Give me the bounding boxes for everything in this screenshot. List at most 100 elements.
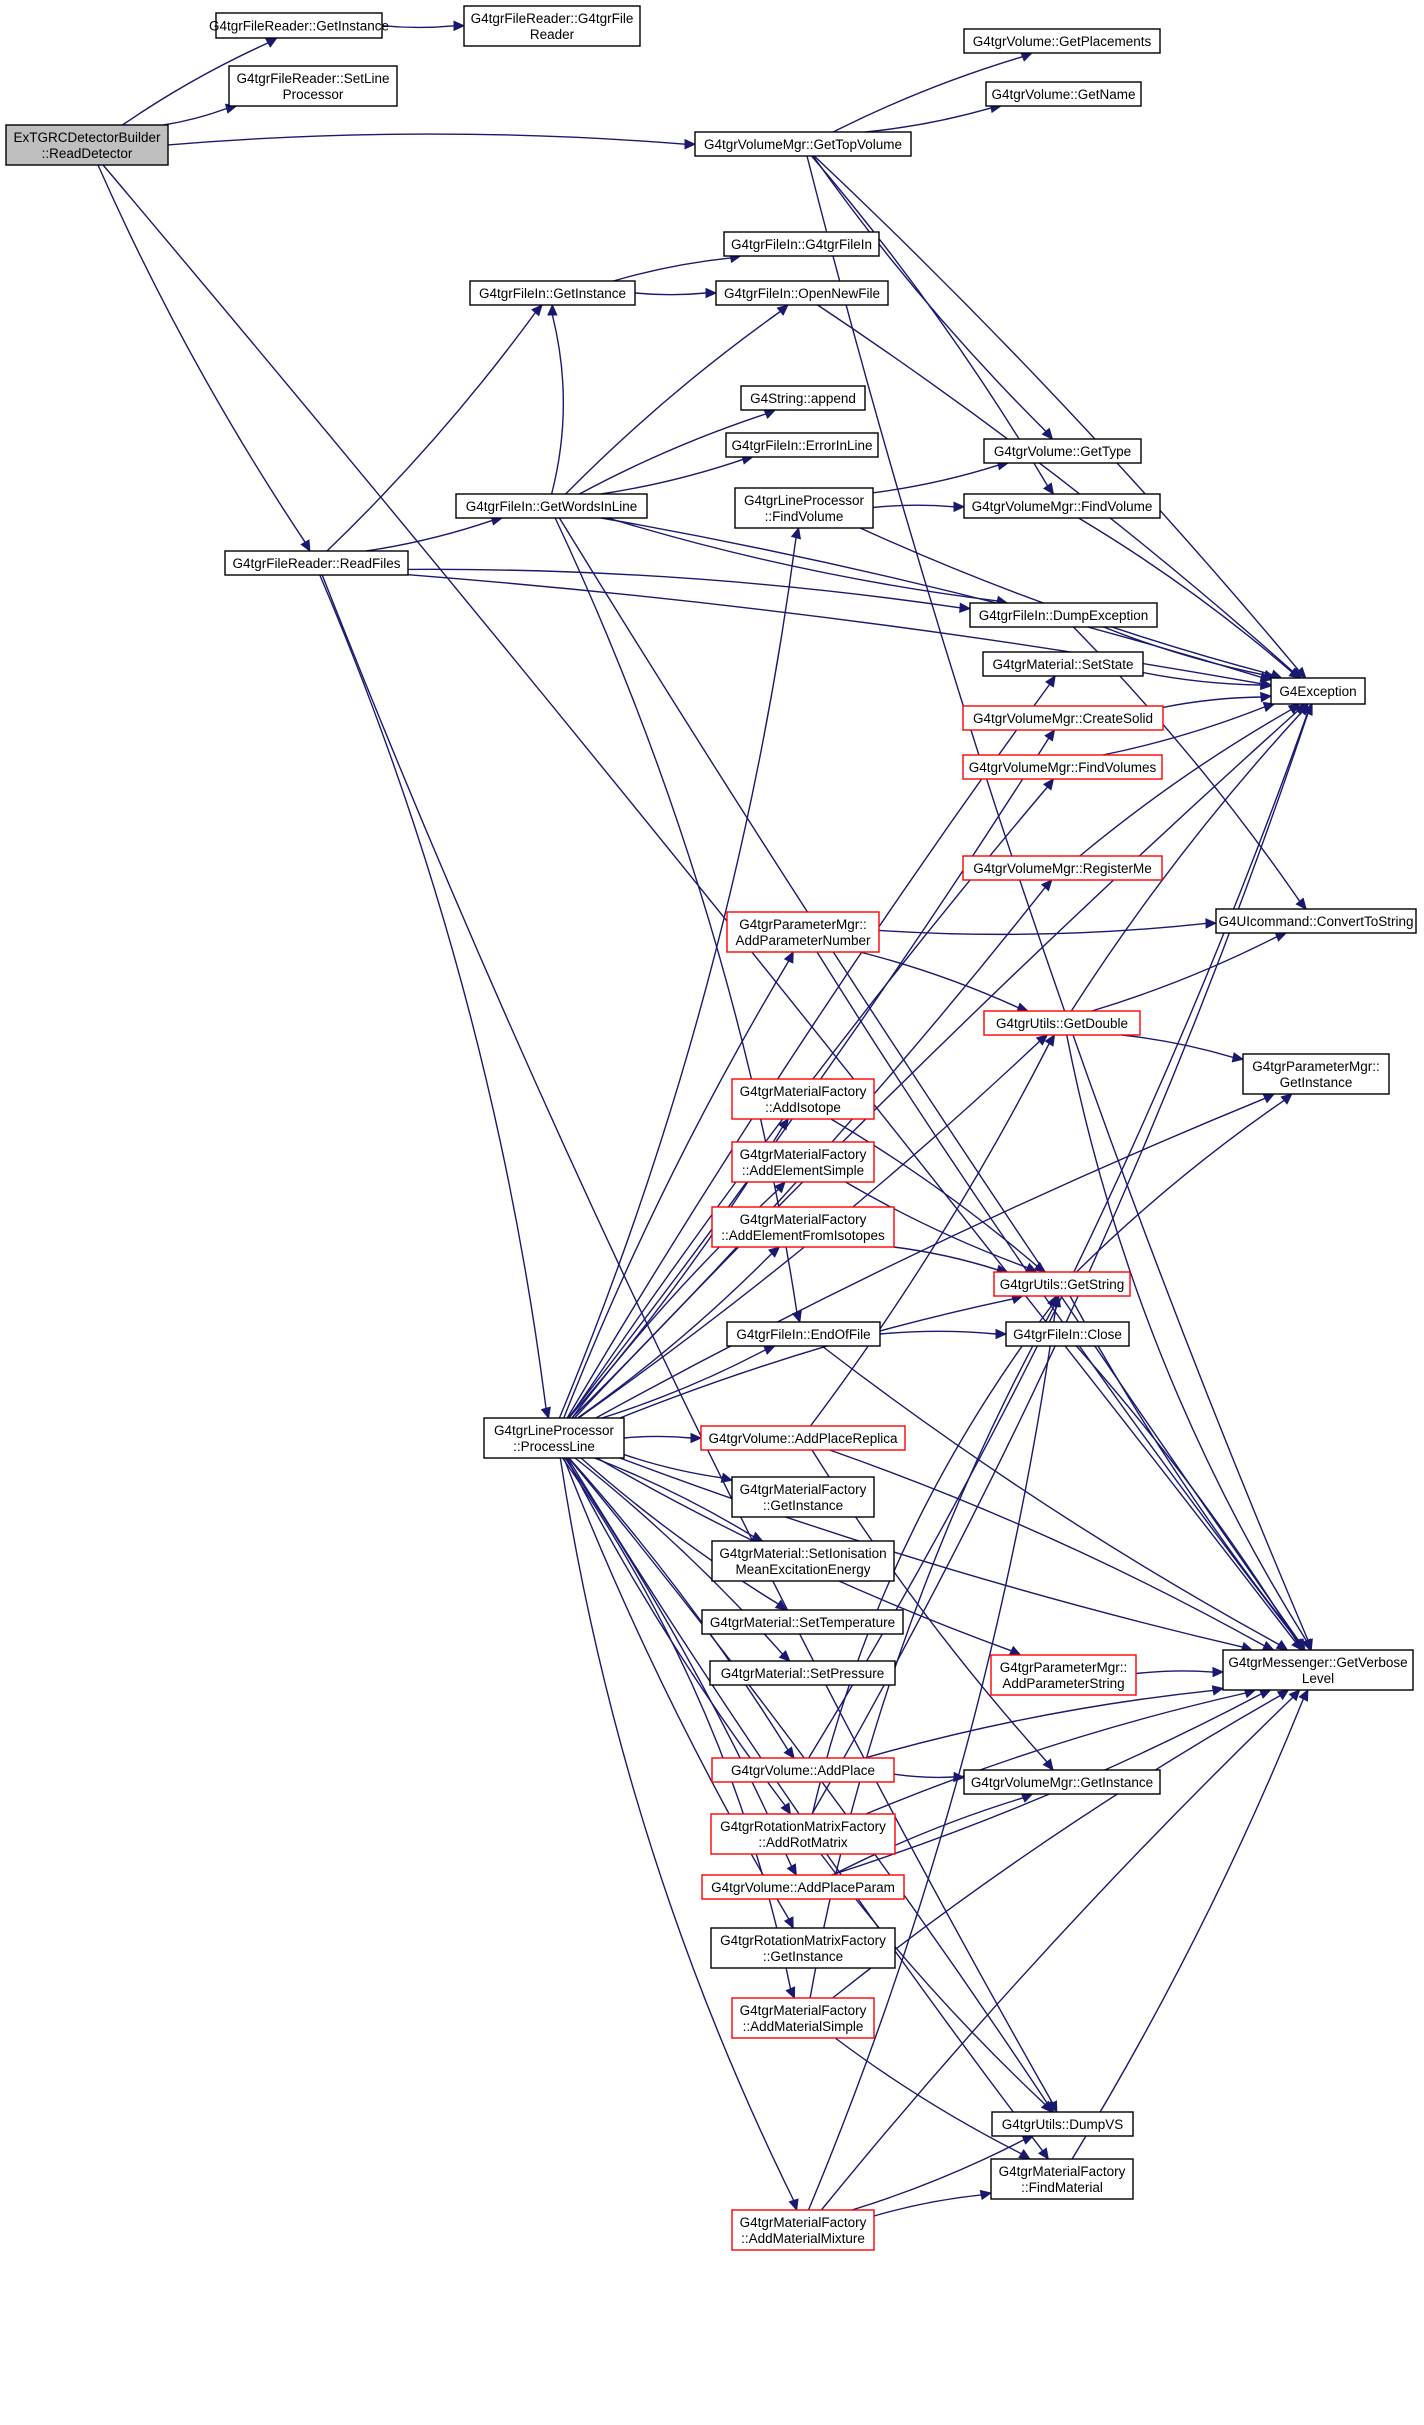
node-vm_gettop[interactable]: G4tgrVolumeMgr::GetTopVolume — [694, 131, 912, 157]
node-mat_setstate[interactable]: G4tgrMaterial::SetState — [982, 651, 1144, 677]
node-box[interactable] — [711, 1540, 895, 1582]
node-box[interactable] — [715, 280, 889, 306]
node-box[interactable] — [963, 493, 1161, 519]
node-box[interactable] — [455, 493, 648, 519]
node-mf_addmatsimple[interactable]: G4tgrMaterialFactory::AddMaterialSimple — [731, 1997, 875, 2039]
node-box[interactable] — [215, 12, 383, 39]
node-rm_addrot[interactable]: G4tgrRotationMatrixFactory::AddRotMatrix — [710, 1813, 896, 1855]
node-box[interactable] — [723, 231, 880, 257]
node-box[interactable] — [963, 28, 1161, 54]
node-mf_addmatmix[interactable]: G4tgrMaterialFactory::AddMaterialMixture — [731, 2209, 875, 2251]
node-box[interactable] — [709, 1660, 896, 1686]
node-rm_getinst[interactable]: G4tgrRotationMatrixFactory::GetInstance — [710, 1927, 896, 1969]
node-box[interactable] — [990, 2158, 1134, 2200]
node-box[interactable] — [483, 1417, 625, 1459]
node-mf_addelsimple[interactable]: G4tgrMaterialFactory::AddElementSimple — [731, 1141, 875, 1183]
node-box[interactable] — [962, 754, 1163, 780]
node-mf_addiso[interactable]: G4tgrMaterialFactory::AddIsotope — [731, 1078, 875, 1120]
node-box[interactable] — [962, 855, 1163, 881]
node-pm_getinst[interactable]: G4tgrParameterMgr::GetInstance — [1242, 1053, 1390, 1095]
node-box[interactable] — [701, 1874, 905, 1900]
node-box[interactable] — [463, 5, 641, 47]
node-box[interactable] — [1242, 1053, 1390, 1095]
node-lp_process[interactable]: G4tgrLineProcessor::ProcessLine — [483, 1417, 625, 1459]
node-box[interactable] — [983, 438, 1142, 464]
node-mat_settemp[interactable]: G4tgrMaterial::SetTemperature — [701, 1609, 904, 1635]
node-box[interactable] — [991, 2111, 1134, 2137]
node-vm_createsolid[interactable]: G4tgrVolumeMgr::CreateSolid — [962, 705, 1164, 731]
node-str_append[interactable]: G4String::append — [740, 385, 866, 411]
node-fi_words[interactable]: G4tgrFileIn::GetWordsInLine — [455, 493, 648, 519]
node-mf_findmat[interactable]: G4tgrMaterialFactory::FindMaterial — [990, 2158, 1134, 2200]
node-vm_findvol[interactable]: G4tgrVolumeMgr::FindVolume — [963, 493, 1161, 519]
node-box[interactable] — [701, 1609, 904, 1635]
node-ui_convert[interactable]: G4UIcommand::ConvertToString — [1215, 908, 1417, 934]
node-lp_find[interactable]: G4tgrLineProcessor::FindVolume — [734, 487, 874, 529]
node-fi_getinst[interactable]: G4tgrFileIn::GetInstance — [469, 280, 636, 306]
node-box[interactable] — [1222, 1649, 1414, 1691]
node-box[interactable] — [5, 124, 169, 166]
node-box[interactable] — [700, 1425, 906, 1451]
node-box[interactable] — [694, 131, 912, 157]
node-fi_ctor[interactable]: G4tgrFileIn::G4tgrFileIn — [723, 231, 880, 257]
node-v_addreplica[interactable]: G4tgrVolume::AddPlaceReplica — [700, 1425, 906, 1451]
node-g4exception[interactable]: G4Exception — [1270, 677, 1366, 705]
node-mat_setion[interactable]: G4tgrMaterial::SetIonisationMeanExcitati… — [711, 1540, 895, 1582]
node-v_addplace[interactable]: G4tgrVolume::AddPlace — [711, 1757, 895, 1783]
node-box[interactable] — [726, 1321, 881, 1347]
node-box[interactable] — [1270, 677, 1366, 705]
node-box[interactable] — [985, 81, 1142, 107]
node-box[interactable] — [731, 1997, 875, 2039]
node-fi_close[interactable]: G4tgrFileIn::Close — [1005, 1321, 1130, 1347]
node-box[interactable] — [725, 432, 879, 458]
node-box[interactable] — [982, 651, 1144, 677]
node-vm_getinst[interactable]: G4tgrVolumeMgr::GetInstance — [963, 1769, 1161, 1795]
node-box[interactable] — [740, 385, 866, 411]
node-ut_getstring[interactable]: G4tgrUtils::GetString — [993, 1271, 1131, 1297]
node-box[interactable] — [228, 65, 398, 107]
node-root[interactable]: ExTGRCDetectorBuilder::ReadDetector — [5, 124, 169, 166]
node-box[interactable] — [731, 1078, 875, 1120]
node-box[interactable] — [983, 1010, 1141, 1036]
node-fr_read[interactable]: G4tgrFileReader::ReadFiles — [224, 550, 409, 576]
node-box[interactable] — [1215, 908, 1417, 934]
node-fi_eof[interactable]: G4tgrFileIn::EndOfFile — [726, 1321, 881, 1347]
node-box[interactable] — [711, 1206, 895, 1248]
node-v_getplacements[interactable]: G4tgrVolume::GetPlacements — [963, 28, 1161, 54]
node-pm_addnum[interactable]: G4tgrParameterMgr::AddParameterNumber — [726, 911, 880, 953]
node-pm_addstr[interactable]: G4tgrParameterMgr::AddParameterString — [990, 1654, 1137, 1696]
node-fi_open[interactable]: G4tgrFileIn::OpenNewFile — [715, 280, 889, 306]
node-fr_getinst[interactable]: G4tgrFileReader::GetInstance — [209, 12, 389, 39]
node-mf_addelfromiso[interactable]: G4tgrMaterialFactory::AddElementFromIsot… — [711, 1206, 895, 1248]
node-vm_findvols[interactable]: G4tgrVolumeMgr::FindVolumes — [962, 754, 1163, 780]
node-box[interactable] — [963, 1769, 1161, 1795]
node-box[interactable] — [731, 1476, 875, 1518]
node-box[interactable] — [731, 2209, 875, 2251]
node-box[interactable] — [731, 1141, 875, 1183]
node-box[interactable] — [734, 487, 874, 529]
node-vm_register[interactable]: G4tgrVolumeMgr::RegisterMe — [962, 855, 1163, 881]
node-v_addparam[interactable]: G4tgrVolume::AddPlaceParam — [701, 1874, 905, 1900]
node-v_getname[interactable]: G4tgrVolume::GetName — [985, 81, 1142, 107]
node-box[interactable] — [469, 280, 636, 306]
node-box[interactable] — [224, 550, 409, 576]
node-ut_dumpvs[interactable]: G4tgrUtils::DumpVS — [991, 2111, 1134, 2137]
node-box[interactable] — [710, 1813, 896, 1855]
node-fi_dump[interactable]: G4tgrFileIn::DumpException — [969, 602, 1158, 628]
node-box[interactable] — [969, 602, 1158, 628]
node-box[interactable] — [711, 1757, 895, 1783]
node-mat_setpress[interactable]: G4tgrMaterial::SetPressure — [709, 1660, 896, 1686]
node-box[interactable] — [962, 705, 1164, 731]
node-box[interactable] — [726, 911, 880, 953]
node-box[interactable] — [1005, 1321, 1130, 1347]
node-ut_getdouble[interactable]: G4tgrUtils::GetDouble — [983, 1010, 1141, 1036]
node-v_gettype[interactable]: G4tgrVolume::GetType — [983, 438, 1142, 464]
node-box[interactable] — [990, 1654, 1137, 1696]
node-mf_getinst[interactable]: G4tgrMaterialFactory::GetInstance — [731, 1476, 875, 1518]
node-fi_err[interactable]: G4tgrFileIn::ErrorInLine — [725, 432, 879, 458]
node-box[interactable] — [993, 1271, 1131, 1297]
node-fr_ctor[interactable]: G4tgrFileReader::G4tgrFileReader — [463, 5, 641, 47]
node-box[interactable] — [710, 1927, 896, 1969]
